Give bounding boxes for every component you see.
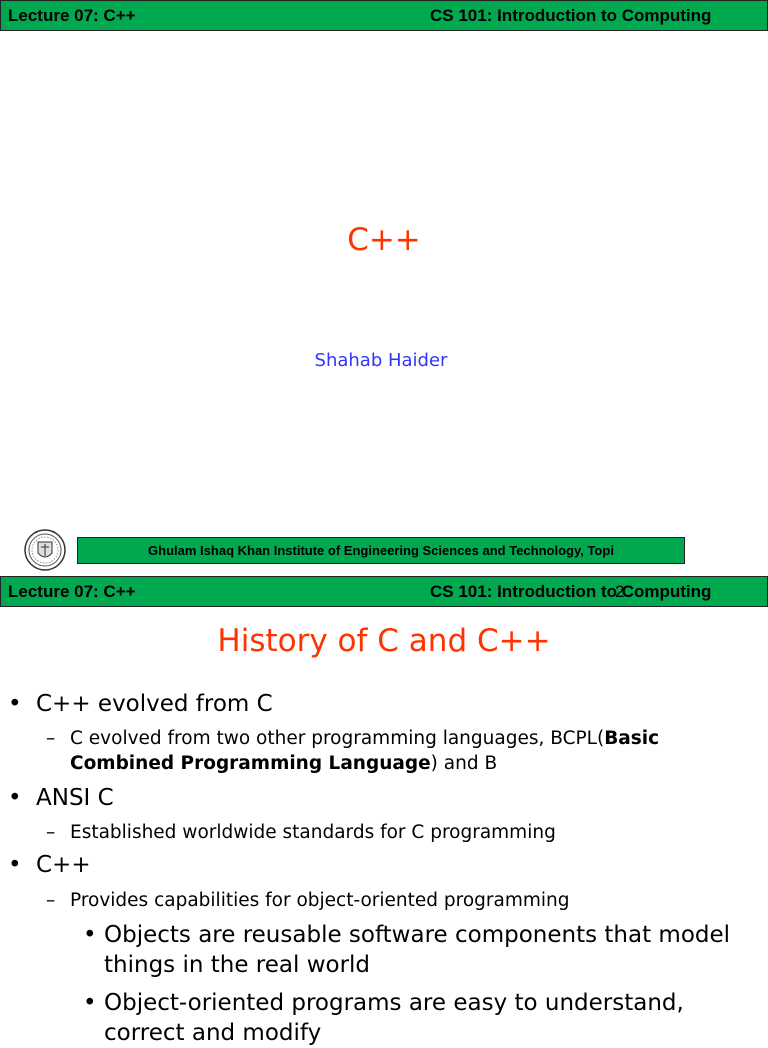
slide1-header-left: Lecture 07: C++ [8, 6, 136, 25]
bullet3-text: C++ [36, 852, 91, 878]
bullet1-text: C++ evolved from C [36, 691, 273, 717]
sub-sub-bullet-item: • Object-oriented programs are easy to u… [83, 988, 764, 1048]
slide1-header-right: CS 101: Introduction to Computing [430, 6, 712, 25]
bullet-dot-icon: • [8, 852, 22, 878]
slide1-footer: Ghulam Ishaq Khan Institute of Engineeri… [77, 537, 685, 564]
sub-bullet-item: – Provides capabilities for object-orien… [46, 888, 750, 913]
bullet1-sub-post: ) and B [430, 753, 498, 774]
bullet-item: • ANSI C [8, 785, 114, 811]
bullet-dot-icon: • [83, 990, 97, 1016]
bullet3-sub-item1: Objects are reusable software components… [104, 922, 731, 978]
bullet3-sub-item2: Object-oriented programs are easy to und… [104, 990, 684, 1046]
slide2-header-left: Lecture 07: C++ [8, 582, 136, 601]
slide1-title: C++ [347, 222, 421, 258]
sub-bullet-item: – C evolved from two other programming l… [46, 726, 750, 776]
slide1-author: Shahab Haider [314, 350, 448, 371]
slide2-header-bar: Lecture 07: C++ CS 101: Introduction to … [0, 576, 768, 607]
institute-seal-icon [24, 529, 66, 571]
bullet2-text: ANSI C [36, 785, 114, 811]
dash-icon: – [46, 822, 56, 843]
slide2-header-right: CS 101: Introduction to Computing [430, 582, 712, 601]
bullet-dot-icon: • [8, 691, 22, 717]
bullet-item: • C++ [8, 852, 91, 878]
bullet-item: • C++ evolved from C [8, 691, 273, 717]
slide1-header-bar: Lecture 07: C++ CS 101: Introduction to … [0, 0, 768, 31]
bullet2-sub: Established worldwide standards for C pr… [70, 822, 556, 843]
dash-icon: – [46, 728, 56, 749]
bullet-dot-icon: • [83, 922, 97, 948]
bullet1-sub-bold: Basic Combined Programming Language [70, 728, 660, 774]
dash-icon: – [46, 890, 56, 911]
slide2-page-number: 2 [615, 582, 625, 601]
sub-bullet-item: – Established worldwide standards for C … [46, 820, 750, 845]
bullet3-sub: Provides capabilities for object-oriente… [70, 890, 570, 911]
bullet-dot-icon: • [8, 785, 22, 811]
bullet1-sub-pre: C evolved from two other programming lan… [70, 728, 605, 749]
slide2-title: History of C and C++ [217, 623, 551, 659]
sub-sub-bullet-item: • Objects are reusable software componen… [83, 920, 744, 980]
